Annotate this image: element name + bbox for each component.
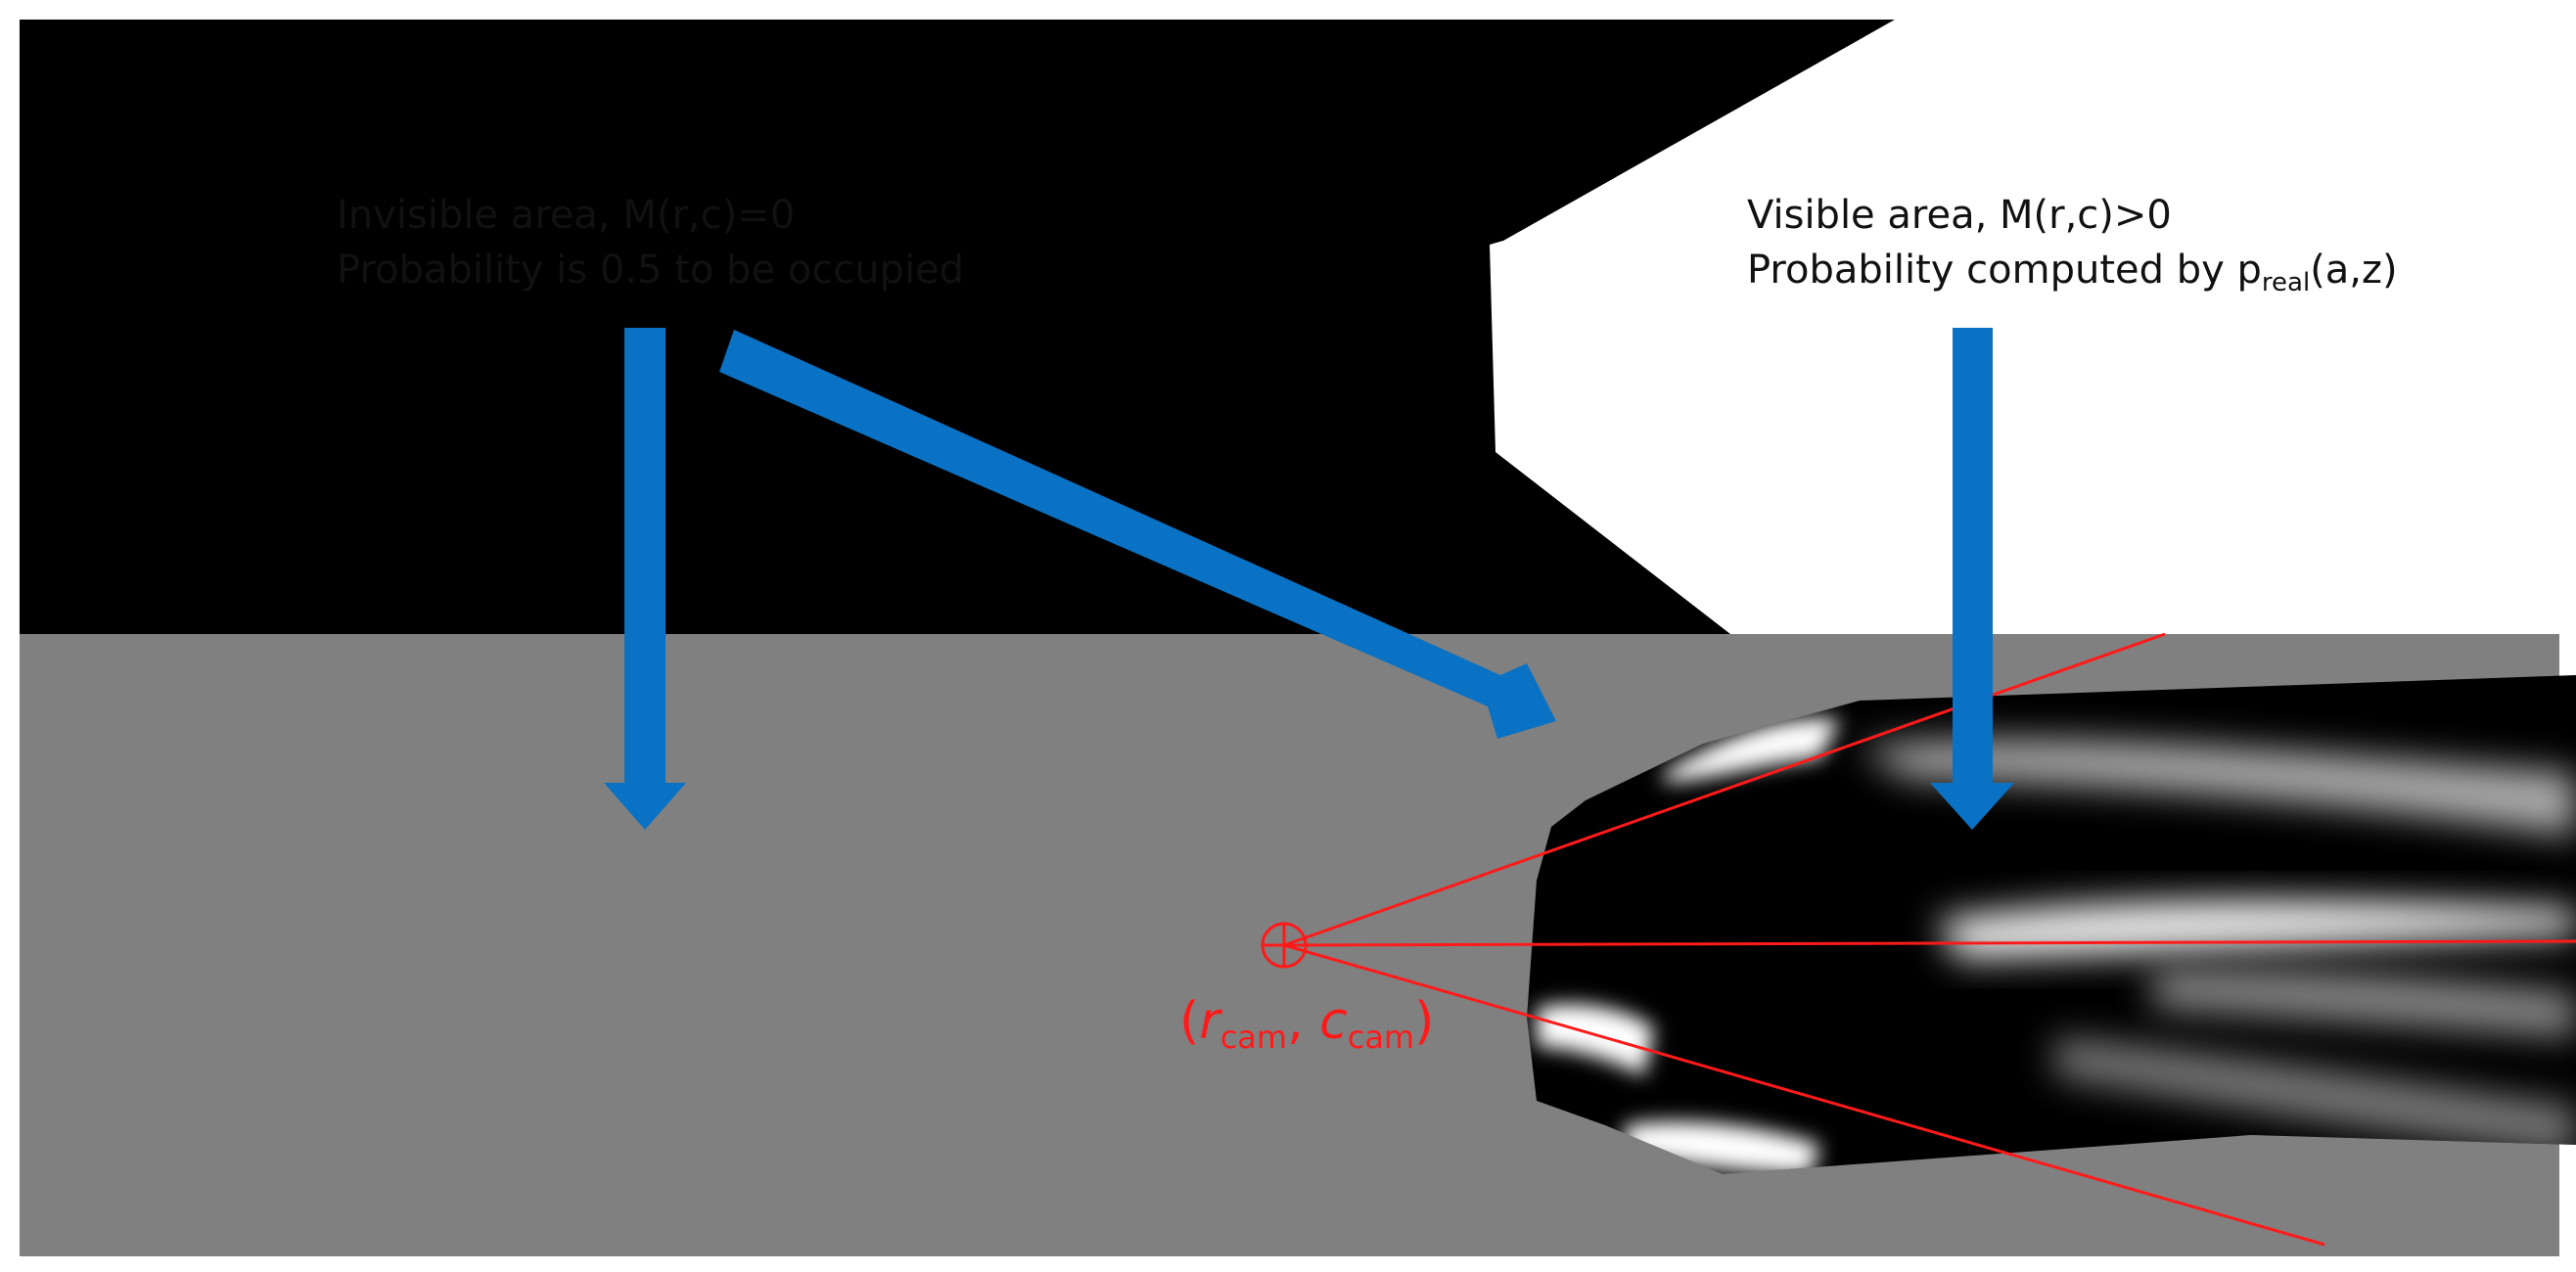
diagonal-arrow [719,330,1556,739]
visible-area-label: Visible area, M(r,c)>0 Probability compu… [1747,188,2398,310]
ray-center [1283,939,2576,947]
visible-area-line2-prefix: Probability computed by p [1747,248,2262,293]
left-down-arrow [604,328,686,830]
ray-lower [1283,943,2325,1247]
visible-area-line1: Visible area, M(r,c)>0 [1747,193,2172,238]
cam-open-paren: ( [1179,992,1200,1051]
cam-separator: , [1287,992,1320,1051]
white-free-region [1490,20,2559,634]
camera-position-label: (rcam, ccam) [1179,996,1434,1053]
invisible-area-line1: Invisible area, M(r,c)=0 [337,193,796,238]
visible-area-line2-suffix: (a,z) [2310,248,2398,293]
crosshair-circle-icon [1261,922,1308,969]
ray-upper [1283,632,2166,947]
cam-r: r [1199,992,1220,1051]
visible-area-line2: Probability computed by preal(a,z) [1747,243,2398,310]
cam-c-sub: cam [1347,1019,1415,1056]
visible-area-line2-sub: real [2261,268,2311,297]
camera-sector [1527,675,2576,1174]
invisible-area-line2: Probability is 0.5 to be occupied [337,248,965,293]
right-down-arrow [1930,328,2014,830]
cam-r-sub: cam [1219,1019,1288,1056]
camera-rays [1283,632,2576,1247]
cam-close-paren: ) [1414,992,1435,1051]
cam-c: c [1319,992,1348,1051]
invisible-area-label: Invisible area, M(r,c)=0 Probability is … [337,188,964,297]
